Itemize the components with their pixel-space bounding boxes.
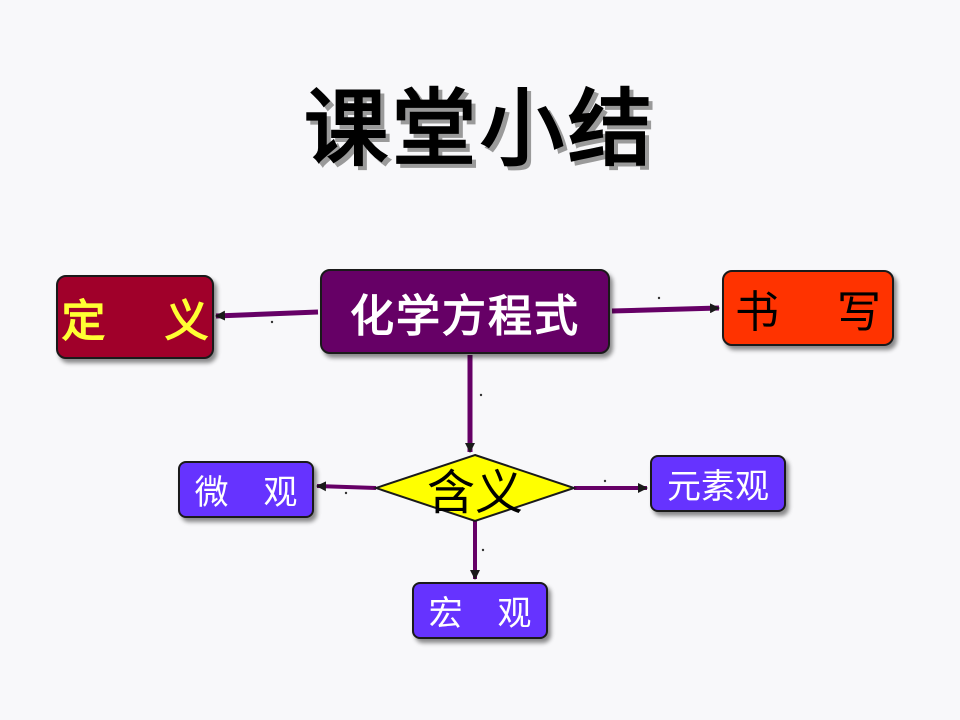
microscopic-label: 微 观 — [194, 473, 310, 513]
arrow-to-writing — [611, 303, 720, 314]
chemical-equation-label: 化学方程式 — [350, 290, 580, 342]
page-title: 课堂小结 — [303, 80, 656, 178]
macroscopic-box[interactable]: 宏 观 — [412, 582, 548, 639]
chemical-equation-box[interactable]: 化学方程式 — [320, 269, 610, 354]
dot — [657, 296, 661, 300]
meaning-diamond — [372, 453, 578, 523]
arrow-to-microscopic — [316, 481, 377, 492]
dot — [603, 479, 607, 483]
definition-label: 定 义 — [61, 296, 231, 347]
macroscopic-label: 宏 观 — [428, 594, 544, 634]
element-view-label: 元素观 — [667, 467, 769, 507]
dot — [479, 393, 483, 397]
dot — [270, 320, 274, 324]
microscopic-box[interactable]: 微 观 — [178, 461, 314, 518]
writing-box[interactable]: 书 写 — [722, 270, 894, 346]
definition-box[interactable]: 定 义 — [56, 275, 214, 359]
meaning-label[interactable]: 含义 — [426, 465, 523, 521]
dot — [344, 491, 348, 495]
writing-label: 书 写 — [735, 287, 903, 338]
element-view-box[interactable]: 元素观 — [650, 455, 786, 512]
dot — [481, 548, 485, 552]
arrow-to-definition — [215, 309, 319, 321]
